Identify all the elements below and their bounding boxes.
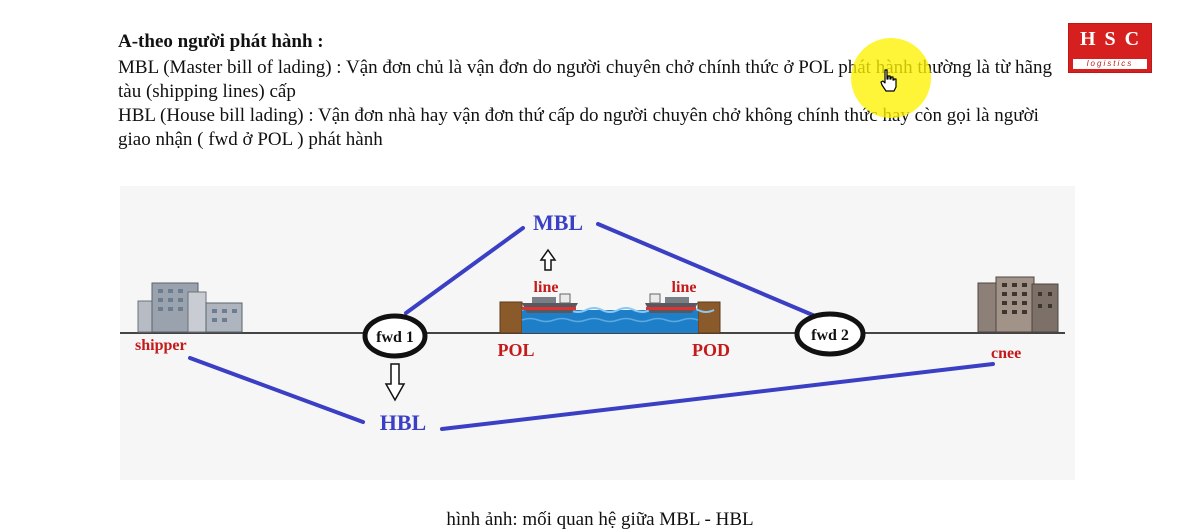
logo-main-text: HSC	[1079, 28, 1149, 50]
fwd2-label: fwd 2	[811, 327, 849, 344]
pod-label: POD	[692, 340, 730, 360]
fwd1-ellipse	[362, 313, 428, 359]
document-text: A-theo người phát hành : MBL (Master bil…	[118, 30, 1068, 152]
shipper-label: shipper	[135, 337, 187, 354]
paragraph-mbl: MBL (Master bill of lading) : Vận đơn ch…	[118, 57, 1052, 102]
section-heading: A-theo người phát hành :	[118, 31, 324, 52]
hand-cursor-icon	[880, 69, 897, 92]
mbl-label: MBL	[533, 210, 583, 235]
hsc-logo: HSC logistics	[1068, 23, 1152, 73]
line-shipper-hbl	[188, 356, 365, 424]
ship-right-icon	[645, 293, 698, 313]
hbl-label: HBL	[380, 410, 426, 435]
pol-label: POL	[497, 340, 534, 360]
shipper-building-icon	[137, 282, 243, 333]
line-hbl-cnee	[440, 362, 995, 431]
arrow-down-icon	[384, 363, 406, 402]
line-label-left: line	[534, 279, 559, 296]
fwd2-ellipse	[794, 311, 866, 357]
paragraph-hbl: HBL (House bill lading) : Vận đơn nhà ha…	[118, 105, 1039, 150]
cnee-label: cnee	[991, 345, 1021, 362]
fwd1-label: fwd 1	[376, 329, 414, 346]
arrow-up-icon	[539, 248, 557, 271]
ship-left-icon	[522, 293, 578, 313]
port-water	[499, 301, 721, 334]
line-label-right: line	[672, 279, 697, 296]
logo-sub-text: logistics	[1073, 59, 1147, 69]
figure-caption: hình ảnh: mối quan hệ giữa MBL - HBL	[446, 509, 754, 530]
cnee-building-icon	[977, 276, 1059, 333]
diagram-canvas: MBL HBL fwd 1 fwd 2 shipper cnee POL POD…	[120, 210, 1065, 435]
connector-lines	[188, 222, 995, 431]
mbl-hbl-diagram: MBL HBL fwd 1 fwd 2 shipper cnee POL POD…	[120, 186, 1075, 480]
line-mbl-fwd2	[596, 222, 817, 318]
line-fwd1-mbl	[404, 226, 525, 315]
